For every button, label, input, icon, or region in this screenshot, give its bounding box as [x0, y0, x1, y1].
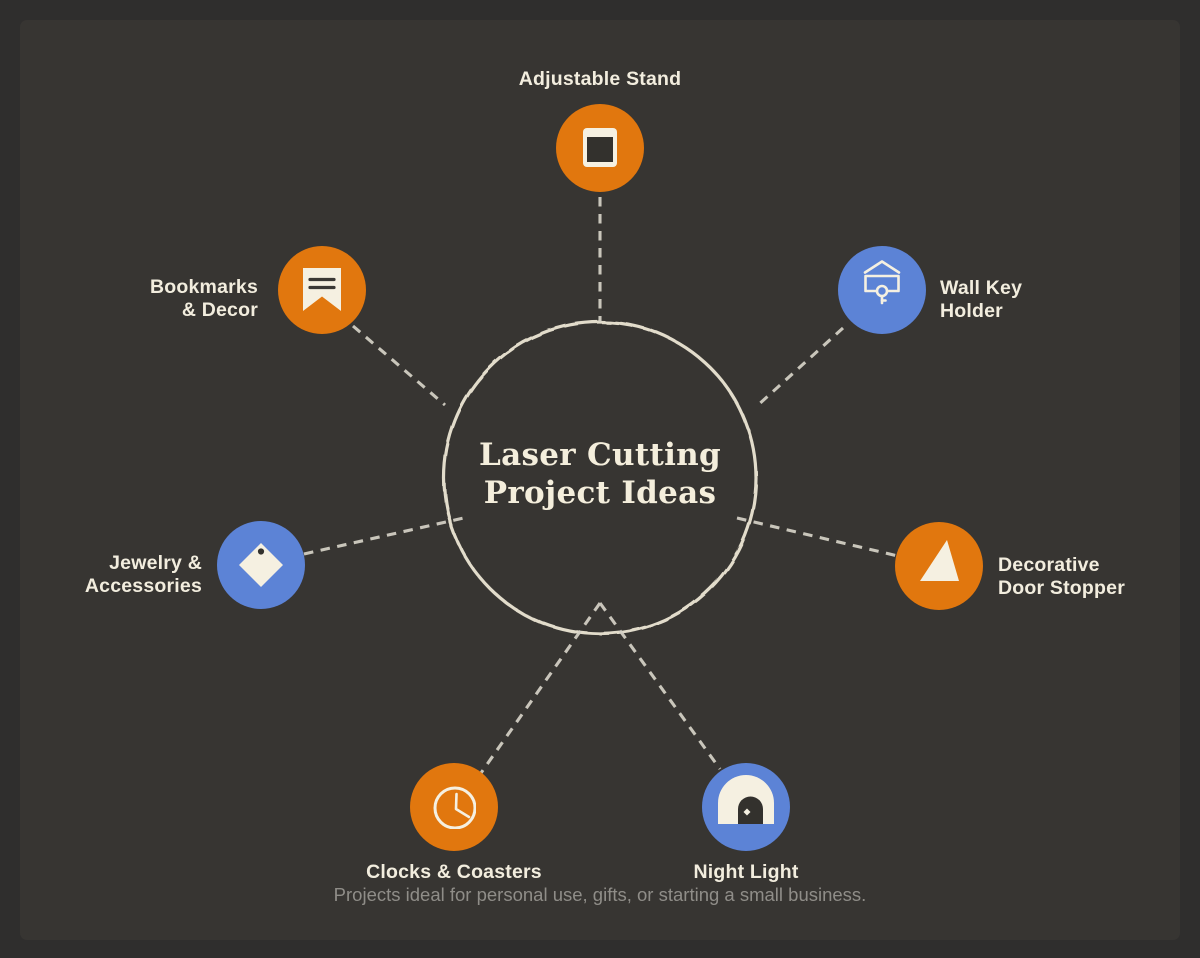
label-line: Decorative: [998, 554, 1100, 576]
node-label-jewelry-accessories: Jewelry & Accessories: [22, 552, 202, 598]
node-bookmarks-decor: [278, 246, 366, 334]
label-line: Bookmarks: [149, 276, 258, 298]
label-line: Clocks & Coasters: [366, 861, 542, 883]
node-jewelry-accessories: [217, 521, 305, 609]
connector-clocks-coasters: [479, 602, 602, 774]
node-label-clocks-coasters: Clocks & Coasters: [324, 861, 584, 884]
label-line: Wall Key: [940, 277, 1023, 299]
node-decorative-door-stopper: [895, 522, 983, 610]
node-label-adjustable-stand: Adjustable Stand: [450, 68, 750, 91]
arch-night-light-icon: [718, 775, 774, 824]
connector-night-light: [598, 602, 722, 770]
node-label-night-light: Night Light: [646, 861, 846, 884]
node-label-bookmarks-decor: Bookmarks & Decor: [78, 276, 258, 322]
center-title-line1: Laser Cutting: [479, 437, 721, 473]
label-line: Night Light: [693, 861, 799, 883]
node-clocks-coasters: [410, 763, 498, 851]
node-wall-key-holder: [838, 246, 926, 334]
node-label-decorative-door-stopper: Decorative Door Stopper: [998, 554, 1125, 600]
key-holder-icon: [863, 260, 901, 305]
clock-icon: [433, 786, 476, 829]
label-line: Door Stopper: [998, 577, 1125, 599]
label-line: Jewelry &: [109, 552, 202, 574]
door-wedge-icon: [920, 540, 959, 581]
connector-jewelry-accessories: [303, 515, 469, 556]
label-line: & Decor: [181, 299, 258, 321]
bookmark-icon: [303, 268, 341, 311]
node-adjustable-stand: [556, 104, 644, 192]
node-night-light: [702, 763, 790, 851]
pendant-icon: [239, 543, 283, 587]
label-line: Holder: [940, 300, 1003, 322]
center-title: Laser Cutting Project Ideas: [450, 436, 750, 512]
connector-decorative-door-stopper: [736, 516, 899, 558]
tablet-stand-icon: [583, 128, 617, 167]
connector-wall-key-holder: [755, 326, 845, 408]
node-label-wall-key-holder: Wall Key Holder: [940, 277, 1022, 323]
center-title-line2: Project Ideas: [483, 475, 717, 511]
connector-bookmarks-decor: [351, 324, 447, 407]
label-line: Accessories: [84, 575, 202, 597]
footer-caption: Projects ideal for personal use, gifts, …: [333, 884, 867, 905]
label-line: Adjustable Stand: [518, 68, 682, 90]
